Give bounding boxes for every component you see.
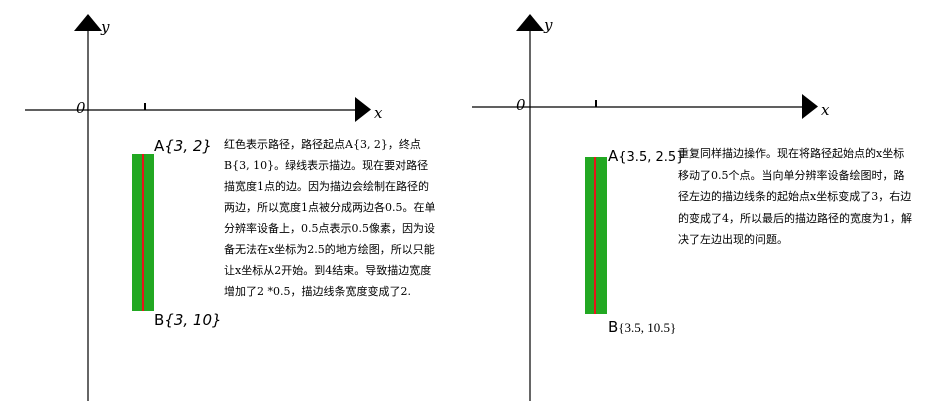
y-axis-label: y [543, 16, 553, 34]
x-axis-arrow-icon [355, 97, 371, 122]
left-coordinate-plane: y x 0 [25, 14, 383, 401]
x-axis-label: x [821, 101, 830, 119]
x-axis-arrow-icon [802, 94, 818, 119]
right-diagram-panel: y x 0 A{3.5, 2.5} B{3.5, 10.5} [466, 0, 932, 401]
origin-label: 0 [76, 99, 86, 117]
point-b-label: B{3.5, 10.5} [608, 318, 676, 336]
right-description-text: 重复同样描边操作。现在将路径起始点的x坐标移动了0.5个点。当向单分辨率设备绘图… [678, 147, 912, 246]
point-a-letter: A [154, 137, 165, 155]
point-b-letter: B [608, 318, 619, 336]
point-a-coord: {3.5, 2.5} [618, 150, 685, 165]
point-a-label: A{3, 2} [154, 137, 212, 155]
left-description-text: 红色表示路径，路径起点A{3, 2}，终点B{3, 10}。绿线表示描边。现在要… [224, 138, 436, 298]
point-b-letter: B [154, 311, 165, 329]
origin-label: 0 [516, 96, 526, 114]
left-diagram-panel: y x 0 A{3, 2} B{3, 10} 红色表示路径，路径起点A{3, 2… [25, 14, 436, 401]
point-b-coord: {3.5, 10.5} [618, 320, 677, 335]
point-a-label: A{3.5, 2.5} [608, 147, 684, 165]
point-b-label: B{3, 10} [154, 311, 222, 329]
point-b-coord: {3, 10} [164, 311, 222, 329]
point-a-coord: {3, 2} [164, 137, 212, 155]
point-a-letter: A [608, 147, 619, 165]
y-axis-label: y [100, 18, 110, 36]
right-coordinate-plane: y x 0 [472, 14, 830, 401]
y-axis-arrow-icon [74, 14, 102, 31]
y-axis-arrow-icon [516, 14, 544, 31]
x-axis-label: x [374, 104, 383, 122]
